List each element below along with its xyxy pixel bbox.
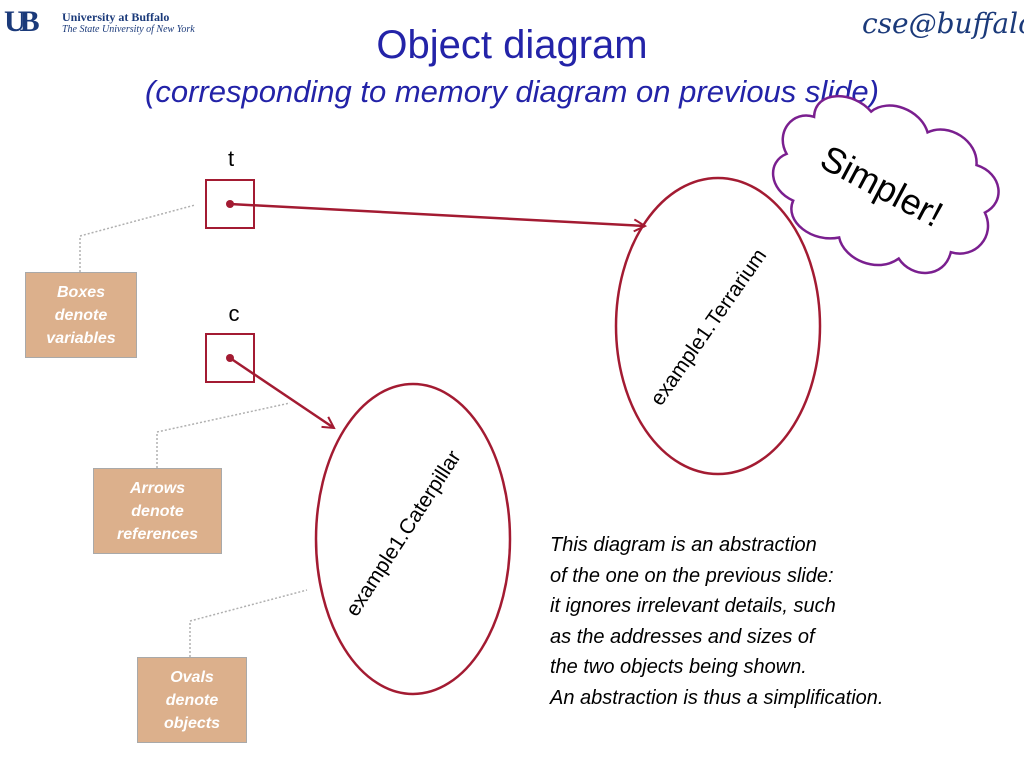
variable-box-t [205, 179, 255, 229]
object-oval-terrarium [614, 176, 822, 476]
reference-dot-c [226, 354, 234, 362]
callout-line: Arrows [129, 479, 186, 497]
reference-dot-t [226, 200, 234, 208]
note-line: as the addresses and sizes of [550, 625, 815, 648]
callout-line: variables [46, 329, 116, 347]
callout-line: denote [165, 691, 219, 709]
callout-line: denote [54, 306, 108, 324]
note-line: This diagram is an abstraction [550, 534, 817, 556]
leader-line-variables [79, 204, 196, 272]
note-line: of the one on the previous slide: [550, 564, 834, 587]
variable-name-c: c [228, 301, 240, 326]
object-label-terrarium: example1.Terrarium [646, 245, 771, 410]
ub-logo-mark: UB [4, 5, 40, 38]
object-label-caterpillar: example1.Caterpillar [341, 446, 465, 620]
callout-line: denote [131, 502, 184, 520]
slide-title: Object diagram [376, 23, 648, 67]
callout-line: references [117, 525, 198, 543]
callout-boxes-denote-variables: Boxes denote variables [25, 272, 137, 358]
slide-subtitle: (corresponding to memory diagram on prev… [145, 74, 879, 109]
ub-logo-name: University at Buffalo [62, 10, 170, 24]
variable-name-t: t [227, 146, 235, 171]
reference-arrow-c [229, 356, 334, 428]
callout-line: Ovals [170, 668, 214, 686]
callout-line: Boxes [56, 283, 106, 301]
leader-line-references [156, 402, 291, 468]
callout-arrows-denote-references: Arrows denote references [93, 468, 222, 554]
ub-logo-tagline: The State University of New York [62, 24, 195, 35]
variable-box-c [205, 333, 255, 383]
cse-logo: cse@buffalo [862, 7, 1024, 40]
abstraction-note: This diagram is an abstraction of the on… [550, 530, 990, 713]
simpler-cloud [771, 94, 1000, 275]
object-oval-caterpillar [314, 382, 512, 696]
ub-logo: UB University at Buffalo The State Unive… [4, 5, 204, 40]
reference-arrow-t [229, 202, 645, 226]
callout-line: objects [163, 714, 220, 732]
note-line: the two objects being shown. [550, 656, 807, 678]
callout-ovals-denote-objects: Ovals denote objects [137, 657, 247, 743]
note-line: it ignores irrelevant details, such [550, 595, 836, 617]
note-line: An abstraction is thus a simplification. [550, 686, 884, 709]
leader-line-objects [189, 589, 308, 657]
